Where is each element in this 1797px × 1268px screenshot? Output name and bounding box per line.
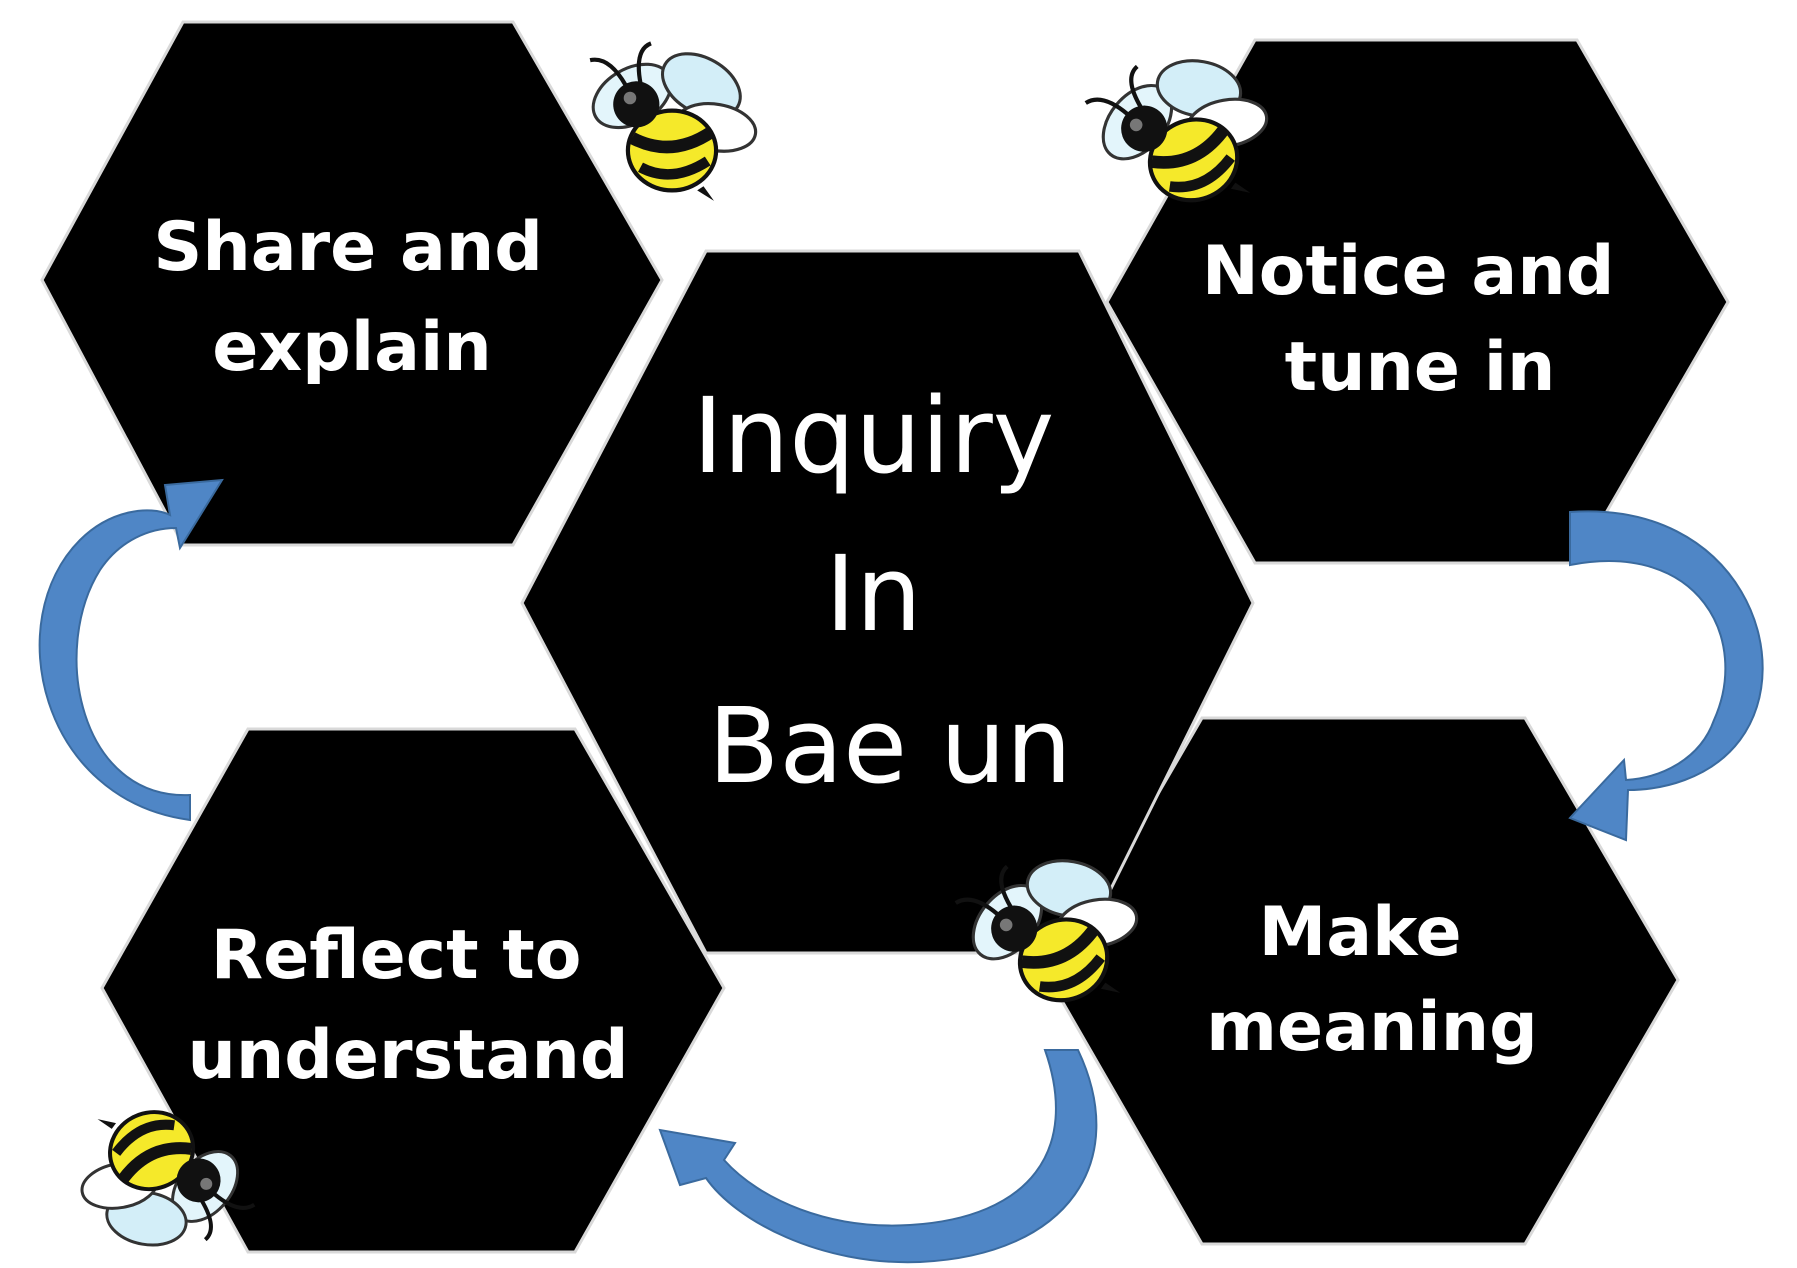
notice-line2: tune in <box>1285 328 1556 407</box>
hexagon-share-and-explain <box>40 20 664 547</box>
meaning-line2: meaning <box>1206 988 1538 1067</box>
center-line3: Bae un <box>708 685 1072 807</box>
hexagon-reflect-to-understand <box>100 727 726 1254</box>
center-line2: In <box>825 533 922 655</box>
notice-line1: Notice and <box>1202 232 1615 311</box>
share-line2: explain <box>212 308 492 387</box>
reflect-understand-label: Reflect to understand <box>187 916 628 1095</box>
notice-tune-in-label: Notice and tune in <box>1202 232 1638 407</box>
bee-icon <box>582 41 759 201</box>
make-meaning-label: Make meaning <box>1206 893 1538 1067</box>
arrow-reflect-to-share <box>38 478 224 822</box>
center-line1: Inquiry <box>693 375 1055 497</box>
share-explain-label: Share and explain <box>153 208 566 387</box>
arrow-notice-to-meaning <box>1568 510 1764 842</box>
share-line1: Share and <box>153 208 543 287</box>
reflect-line2: understand <box>187 1016 628 1095</box>
center-title: Inquiry In Bae un <box>693 375 1088 807</box>
reflect-line1: Reflect to <box>211 916 582 995</box>
meaning-line1: Make <box>1259 893 1462 972</box>
arrow-meaning-to-reflect <box>658 1049 1098 1264</box>
